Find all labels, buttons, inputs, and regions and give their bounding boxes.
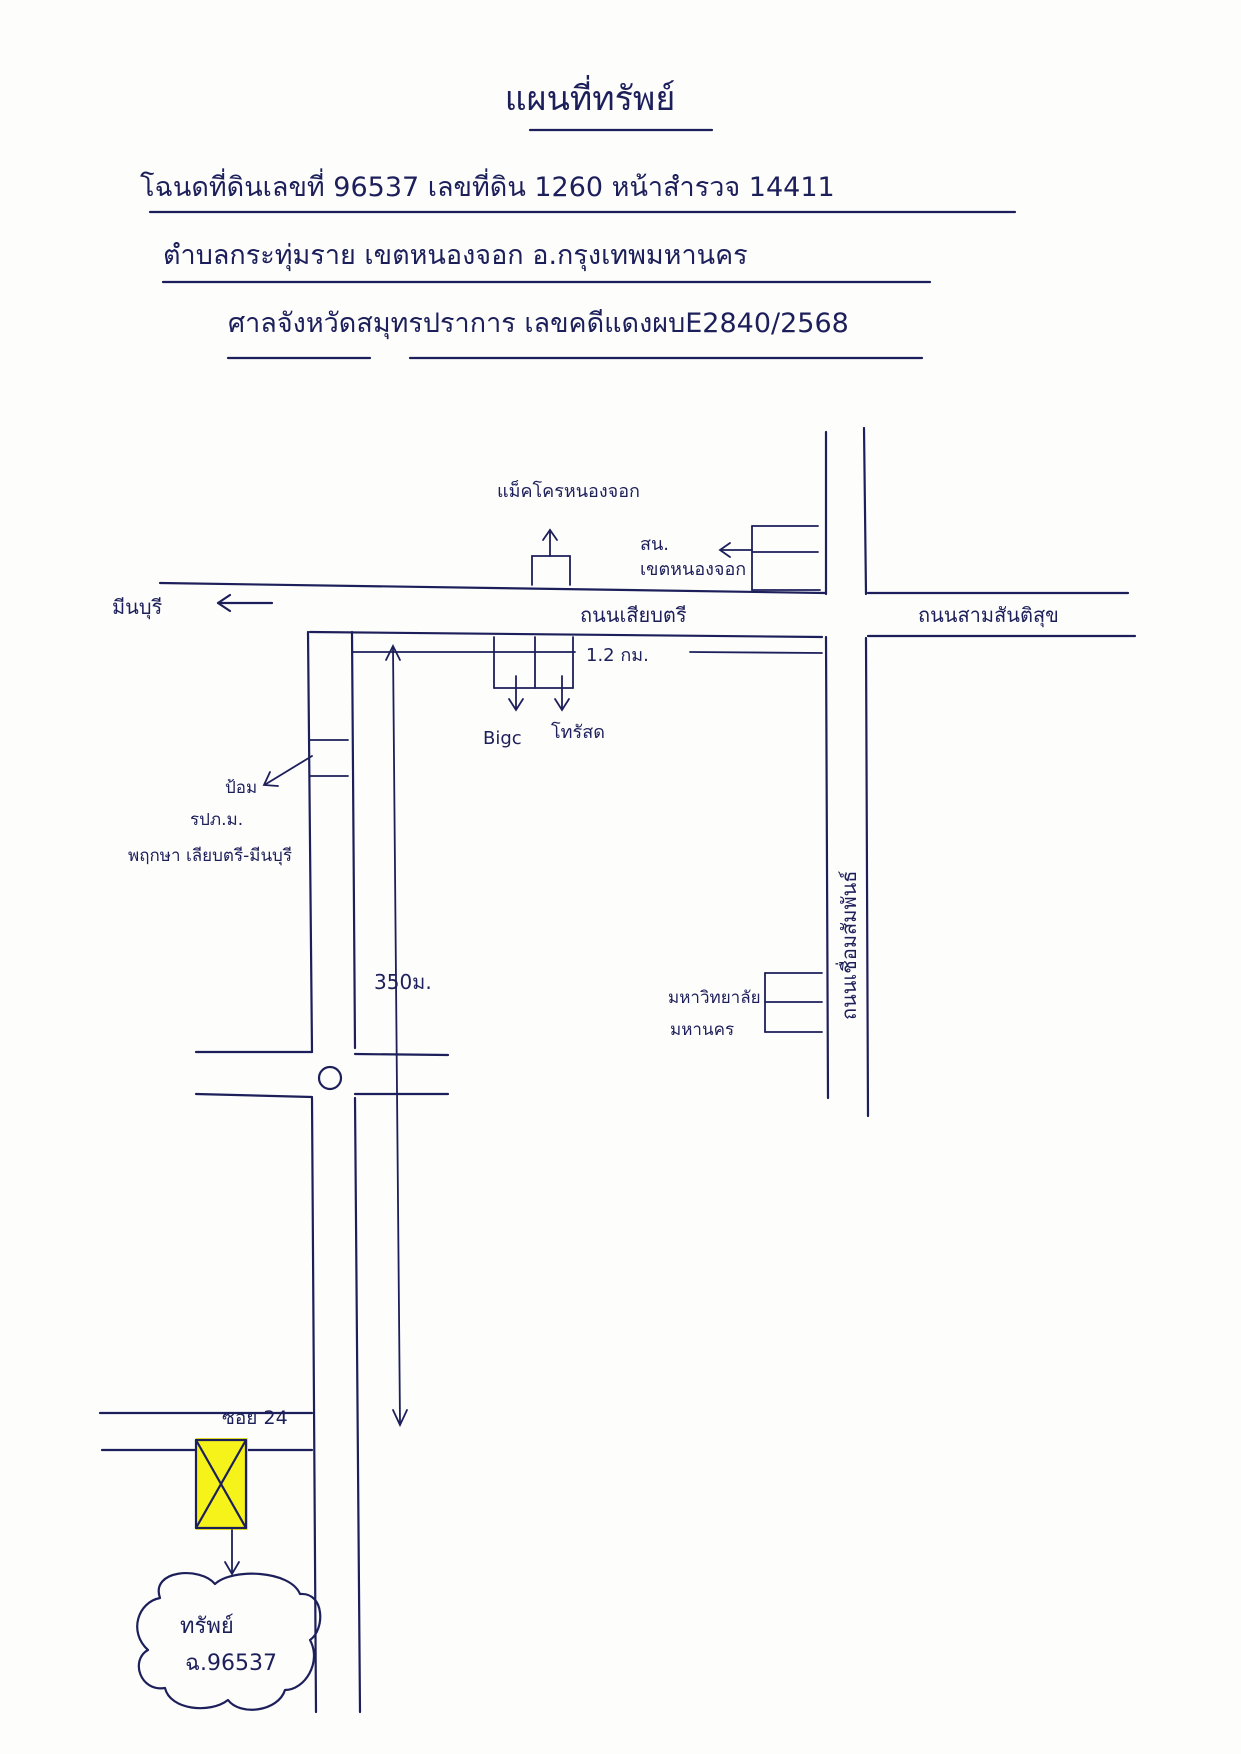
arrow-down-icon	[508, 675, 524, 712]
makro-marker	[531, 528, 571, 586]
deed-info-line: โฉนดที่ดินเลขที่ 96537 เลขที่ดิน 1260 หน…	[140, 168, 835, 203]
arrow-left-icon	[216, 593, 274, 613]
makro-label: แม็คโครหนองจอก	[497, 479, 640, 502]
distance-arrow-350m	[385, 643, 408, 1428]
bigc-label: Bigc	[483, 728, 522, 749]
minburi-label: มีนบุรี	[112, 595, 163, 620]
police-label: สน.	[640, 534, 669, 555]
security-post-marker	[262, 739, 349, 787]
arrow-down-icon	[224, 1529, 240, 1576]
university-label-2: มหานคร	[670, 1020, 734, 1040]
distance-12km-label: 1.2 กม.	[586, 645, 649, 666]
security-post-label: ป้อม	[225, 778, 257, 798]
security-post-label-2: รปภ.ม.	[190, 810, 243, 830]
bigc-lotus-marker	[493, 636, 574, 689]
location-info-line: ตำบลกระทุ่มราย เขตหนองจอก อ.กรุงเทพมหานค…	[163, 240, 748, 272]
property-label: ทรัพย์	[180, 1614, 234, 1639]
side-road-label: ถนนเชื่อมสัมพันธ์	[835, 870, 861, 1020]
property-plot	[194, 1438, 248, 1530]
police-marker	[718, 525, 821, 591]
roundabout	[194, 1050, 450, 1099]
security-post-label-3: พฤกษา เลียบตรี-มีนบุรี	[128, 846, 292, 866]
distance-350m-label: 350ม.	[374, 970, 432, 994]
university-marker	[764, 972, 823, 1033]
soi-road	[306, 630, 362, 1714]
property-callout-cloud	[136, 1572, 322, 1711]
court-info-line: ศาลจังหวัดสมุทรปราการ เลขคดีแดงผบE2840/2…	[228, 308, 849, 340]
property-deed-label: ฉ.96537	[185, 1651, 277, 1676]
soi-24-label: ซอย 24	[222, 1407, 288, 1429]
map-title: แผนที่ทรัพย์	[505, 75, 676, 119]
north-south-road	[824, 426, 870, 1118]
arrow-down-icon	[554, 675, 570, 712]
police-district-label: เขตหนองจอก	[640, 559, 746, 580]
main-road	[158, 581, 1137, 639]
east-road-label: ถนนสามสันติสุข	[918, 603, 1059, 628]
main-road-label: ถนนเสียบตรี	[580, 603, 687, 627]
university-label: มหาวิทยาลัย	[668, 988, 761, 1008]
lotus-label: โทรัสด	[551, 721, 605, 743]
